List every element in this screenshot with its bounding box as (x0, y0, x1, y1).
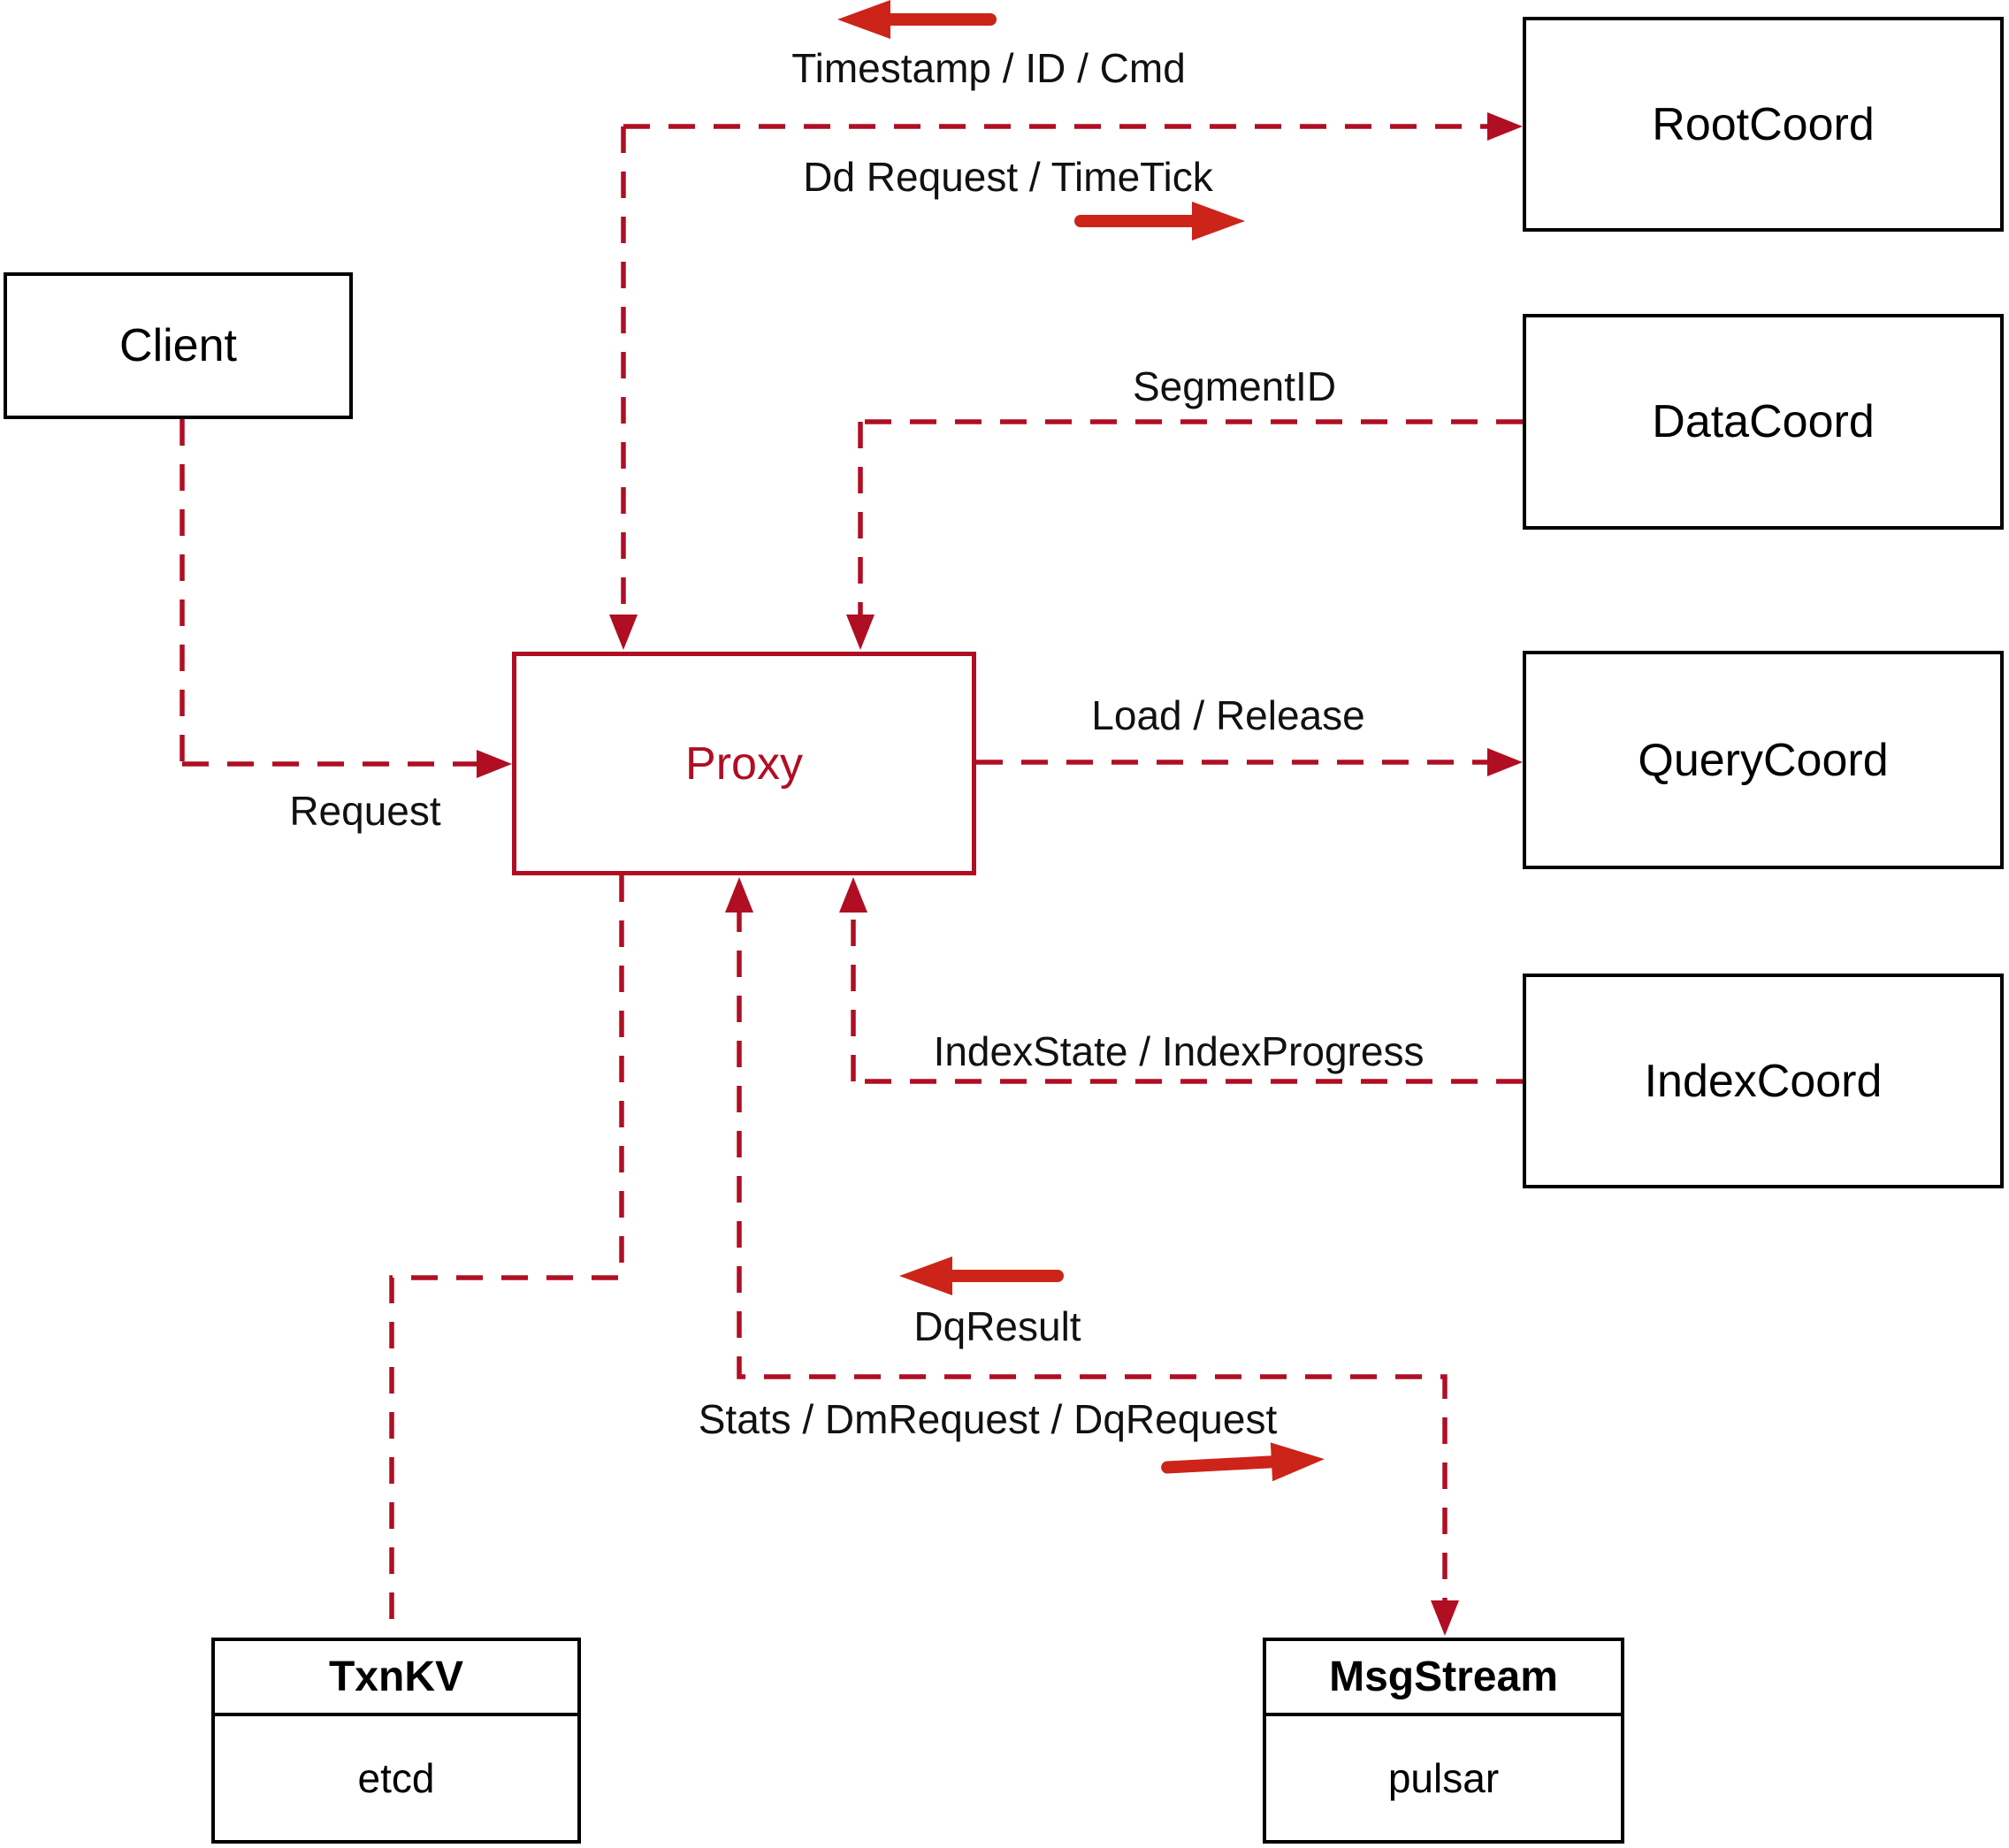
node-indexcoord-label: IndexCoord (1644, 1055, 1883, 1107)
arrowhead-into-proxy-top-right (846, 615, 875, 650)
node-querycoord-label: QueryCoord (1638, 734, 1889, 786)
arrowhead-into-proxy-bottom-left (725, 877, 753, 913)
arrow-left-icon (899, 1256, 1064, 1295)
arrow-right-icon (1074, 202, 1245, 241)
node-rootcoord-label: RootCoord (1652, 98, 1875, 150)
arrow-left-icon (837, 0, 997, 39)
node-client: Client (4, 272, 353, 419)
node-txnkv: TxnKV etcd (211, 1638, 581, 1844)
node-proxy: Proxy (512, 652, 976, 875)
node-datacoord-label: DataCoord (1652, 396, 1875, 447)
arrowhead-into-querycoord (1487, 748, 1523, 776)
node-datacoord: DataCoord (1523, 314, 2004, 530)
edge-label-index-state: IndexState / IndexProgress (933, 1028, 1425, 1074)
node-msgstream-title: MsgStream (1266, 1641, 1621, 1716)
node-msgstream-subtitle: pulsar (1387, 1755, 1500, 1801)
edge-proxy-txnkv (389, 875, 624, 1636)
arrowhead-into-msgstream (1431, 1600, 1459, 1636)
arrowhead-into-proxy-left (477, 750, 512, 778)
edge-label-request: Request (289, 788, 441, 834)
arrowhead-into-rootcoord (1487, 112, 1523, 141)
node-indexcoord: IndexCoord (1523, 974, 2004, 1188)
node-rootcoord: RootCoord (1523, 17, 2004, 232)
edge-label-dq-result: DqResult (913, 1303, 1081, 1349)
edge-label-load-release: Load / Release (1091, 692, 1365, 738)
node-client-label: Client (119, 320, 237, 371)
arrowhead-into-proxy-bottom-right (839, 877, 867, 913)
edge-label-stats-dm-dq-request: Stats / DmRequest / DqRequest (698, 1396, 1278, 1442)
edge-proxy-msgstream (737, 905, 1448, 1607)
edge-label-dd-request-timetick: Dd Request / TimeTick (803, 154, 1213, 200)
edge-label-segment-id: SegmentID (1132, 363, 1337, 409)
node-proxy-label: Proxy (685, 737, 803, 790)
node-txnkv-title: TxnKV (215, 1641, 577, 1716)
node-querycoord: QueryCoord (1523, 651, 2004, 869)
arrowhead-into-proxy-top-left (609, 615, 638, 650)
edge-label-timestamp-id-cmd: Timestamp / ID / Cmd (791, 45, 1186, 91)
node-msgstream: MsgStream pulsar (1263, 1638, 1624, 1844)
node-txnkv-subtitle: etcd (357, 1755, 435, 1801)
arrow-right-icon (1161, 1442, 1325, 1482)
